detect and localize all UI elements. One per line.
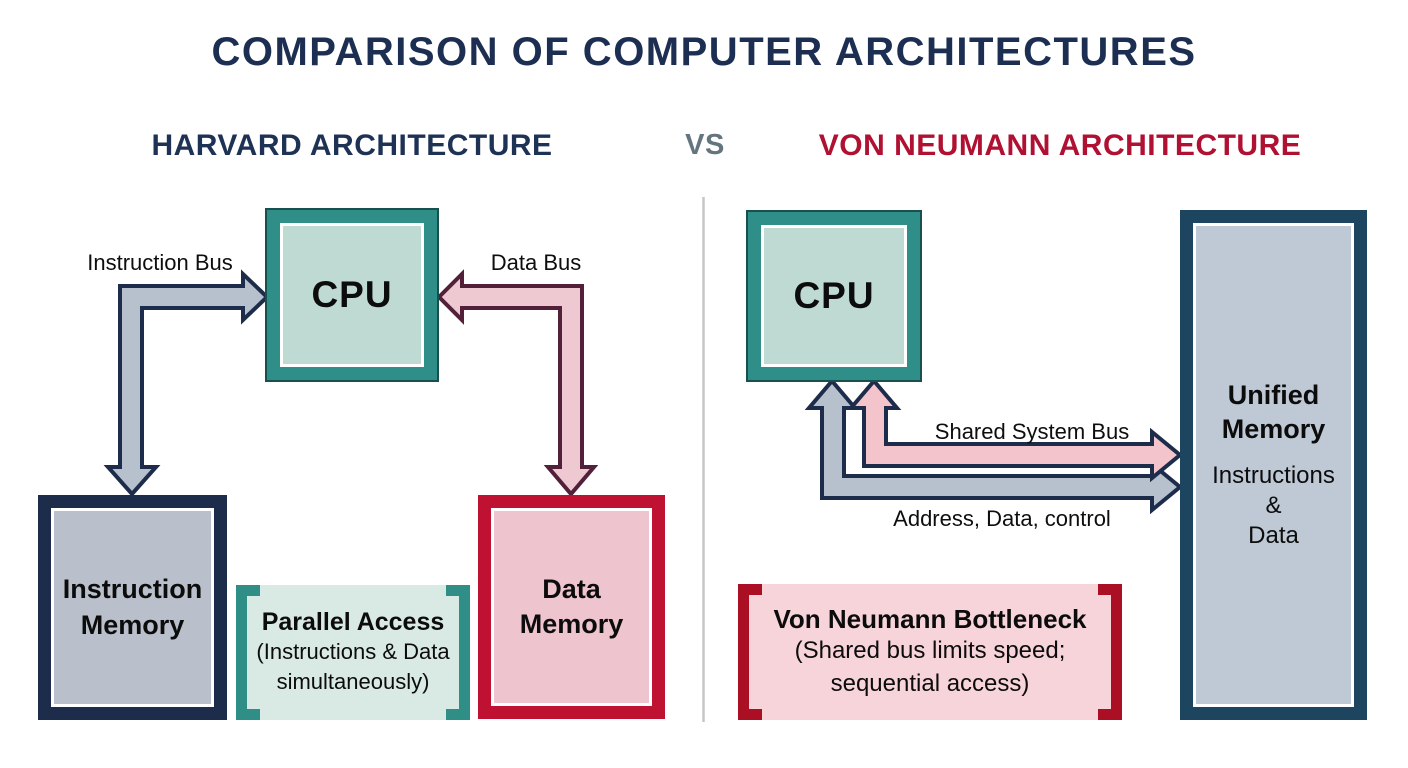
unified-memory-sub3: Data [1248, 521, 1299, 549]
von-neumann-cpu-label: CPU [793, 275, 875, 316]
data-memory-label: Data Memory [519, 573, 624, 639]
data-memory-box: Data Memory [478, 495, 665, 719]
parallel-access-callout: Parallel Access (Instructions & Data sim… [236, 585, 470, 720]
von-neumann-cpu-inner: CPU [761, 225, 907, 367]
data-memory-inner: Data Memory [491, 508, 652, 706]
instruction-bus-arrow [103, 269, 270, 498]
instruction-memory-inner: Instruction Memory [51, 508, 214, 707]
instruction-memory-label: Instruction Memory [62, 574, 203, 640]
unified-memory-title: Unified Memory [1221, 380, 1326, 444]
instruction-bus-label: Instruction Bus [87, 250, 233, 275]
parallel-bracket-right-icon [446, 585, 470, 720]
von-neumann-heading: VON NEUMANN ARCHITECTURE [818, 129, 1302, 162]
parallel-access-line1: (Instructions & Data [256, 639, 450, 665]
bottleneck-title: Von Neumann Bottleneck [773, 604, 1087, 635]
bottleneck-bracket-left-icon [738, 584, 762, 720]
vs-label: VS [685, 129, 725, 161]
data-bus-label: Data Bus [490, 250, 582, 275]
instruction-memory-box: Instruction Memory [38, 495, 227, 720]
parallel-bracket-left-icon [236, 585, 260, 720]
shared-system-bus-label: Shared System Bus [934, 419, 1130, 444]
parallel-access-title: Parallel Access [261, 608, 445, 637]
parallel-access-line2: simultaneously) [276, 669, 430, 694]
bottleneck-line2: sequential access) [830, 669, 1030, 697]
page-title: COMPARISON OF COMPUTER ARCHITECTURES [211, 30, 1197, 74]
bottleneck-callout: Von Neumann Bottleneck (Shared bus limit… [738, 584, 1122, 720]
data-bus-arrow [436, 269, 599, 498]
address-data-control-label: Address, Data, control [893, 506, 1111, 531]
shared-bus-gray-arrow [804, 377, 1184, 515]
unified-memory-sub1: Instructions [1212, 461, 1335, 489]
harvard-cpu-box: CPU [267, 210, 437, 380]
harvard-cpu-label: CPU [311, 274, 393, 315]
unified-memory-inner: Unified Memory Instructions & Data [1193, 223, 1354, 707]
von-neumann-cpu-box: CPU [748, 212, 920, 380]
harvard-cpu-inner: CPU [280, 223, 424, 367]
harvard-heading: HARVARD ARCHITECTURE [151, 129, 553, 162]
unified-memory-box: Unified Memory Instructions & Data [1180, 210, 1367, 720]
unified-memory-sub2: & [1265, 491, 1282, 519]
bottleneck-bracket-right-icon [1098, 584, 1122, 720]
bottleneck-line1: (Shared bus limits speed; [794, 637, 1066, 665]
